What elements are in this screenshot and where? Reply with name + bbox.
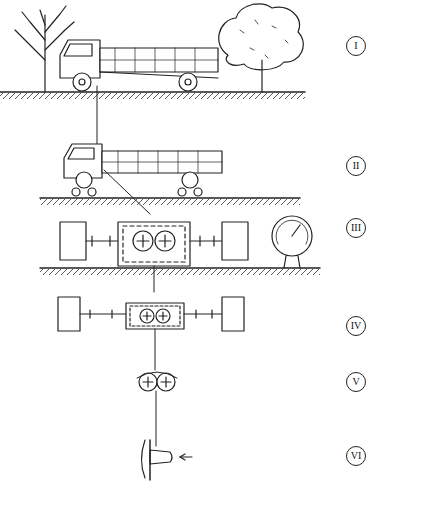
level-number: I (346, 36, 366, 56)
tooth-contact (142, 440, 193, 480)
level-number: IV (346, 316, 366, 336)
gearbox (58, 297, 244, 331)
leafy-tree (219, 4, 304, 92)
truck (60, 40, 218, 91)
gearbox-test-rig (60, 216, 312, 268)
truck-on-roller-bench (64, 144, 222, 196)
level-number: III (346, 218, 366, 238)
gear-pair (137, 372, 177, 391)
level-number: II (346, 156, 366, 176)
level-number: VI (346, 446, 366, 466)
level-number: V (346, 372, 366, 392)
